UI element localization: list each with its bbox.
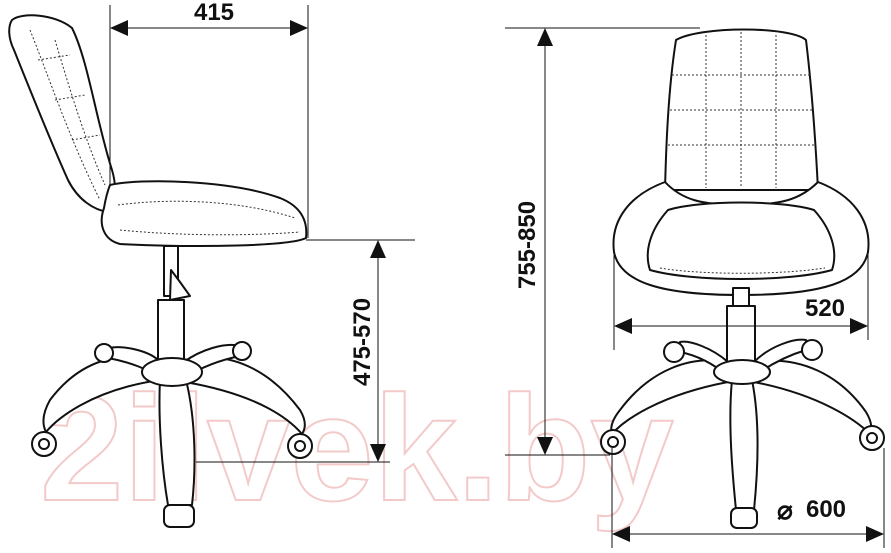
dimension-seat-height-label: 475-570 <box>349 298 376 386</box>
dimension-depth-label: 415 <box>194 0 234 26</box>
front-caster <box>600 339 885 529</box>
dimension-depth: 415 <box>109 0 309 238</box>
dimension-base-diameter-symbol: ⌀ <box>777 495 793 525</box>
side-lever <box>169 269 191 301</box>
dimension-width-label: 520 <box>805 295 845 322</box>
dimension-total-height: 755-850 <box>505 27 700 456</box>
front-base-star <box>610 359 729 435</box>
side-caster <box>31 341 313 528</box>
dimension-base-diameter-label: 600 <box>806 496 846 523</box>
front-view-chair <box>600 28 885 529</box>
side-view-chair <box>8 14 313 528</box>
dimension-seat-height: 475-570 <box>196 239 415 463</box>
side-base-front-leg <box>158 379 196 506</box>
dimension-base-diameter: ⌀ 600 <box>611 448 885 548</box>
dimension-width: 520 <box>613 255 869 350</box>
dimension-total-height-label: 755-850 <box>514 201 541 289</box>
side-seat <box>100 180 308 247</box>
watermark: 2ilvek.by <box>40 364 674 532</box>
front-base-front-leg <box>729 379 759 511</box>
front-seat-cushion <box>646 201 836 280</box>
